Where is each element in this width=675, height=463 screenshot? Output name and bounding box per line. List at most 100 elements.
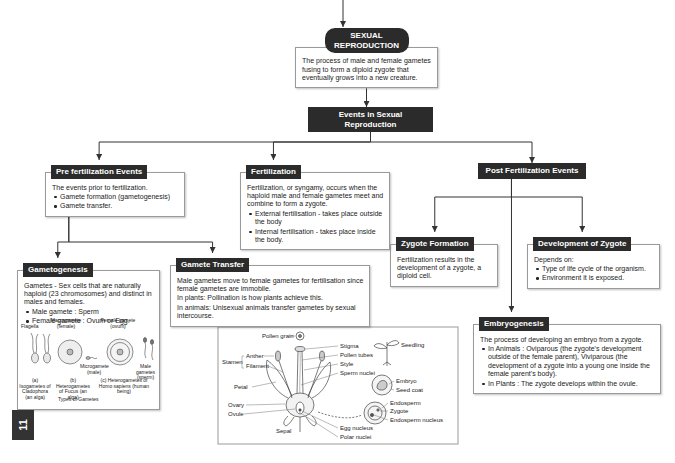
gamete-drawings: [43, 334, 50, 353]
flower-drawing: [286, 393, 314, 417]
info-box: Development of ZygoteDepends on:Type of …: [527, 232, 660, 289]
part-label: Petal: [234, 384, 248, 391]
box-heading: Zygote Formation: [396, 237, 474, 251]
part-label: Polar nuclei: [340, 434, 371, 441]
bullet-text: External fertilisation - takes place out…: [247, 210, 384, 227]
bullet-text: In Plants : The zygote develops within t…: [480, 380, 655, 388]
page-number: 11: [12, 410, 34, 440]
seed-drawings: [364, 402, 386, 424]
leader-lines: [304, 364, 338, 370]
heading-box: Post Fertilization Events: [478, 163, 586, 179]
part-label: Zygote: [390, 408, 408, 415]
leader-lines: [252, 382, 276, 387]
part-label: Macrogamete (female): [50, 318, 82, 329]
leader-lines: [264, 356, 274, 357]
connector-arrow: [511, 179, 582, 232]
info-box: EmbryogenesisThe process of developing a…: [473, 312, 661, 394]
body-text: In animals: Unisexual animals transfer g…: [177, 304, 364, 321]
flower-panel: [218, 327, 458, 444]
flower-drawing: [284, 416, 294, 426]
seed-drawings: [372, 375, 392, 395]
flower-drawing: [320, 351, 325, 361]
part-label: Embryo: [396, 378, 417, 385]
flower-drawing: [267, 360, 292, 398]
body-text: The process of male and female gametes f…: [302, 57, 432, 82]
leader-lines: [382, 403, 388, 408]
box-heading: Development of Zygote: [533, 237, 631, 251]
part-label: Pollen grain: [262, 333, 294, 340]
seed-drawings: [383, 362, 391, 366]
leader-lines: [306, 346, 338, 349]
gamete-drawings: [143, 338, 146, 343]
flower-drawing: [299, 409, 301, 411]
part-label: (c) Heterogametes of Homo sapiens (human…: [96, 378, 152, 395]
bullet-text: Male gamete : Sperm: [24, 308, 154, 316]
info-box: SEXUAL REPRODUCTIONThe process of male a…: [295, 28, 438, 88]
flower-drawing: [297, 351, 298, 394]
info-box: FertilizationFertilization, or syngamy, …: [240, 160, 390, 250]
part-label: Filament: [246, 363, 269, 370]
incoming-arrow: [343, 0, 344, 27]
box-body: The process of developing an embryo from…: [473, 324, 661, 394]
part-label: Types of Gametes: [58, 397, 99, 403]
leader-lines: [244, 409, 295, 414]
part-label: Seedling: [401, 342, 424, 349]
seed-drawings: [370, 413, 373, 416]
part-label: Anther: [246, 353, 264, 360]
flower-panel: [218, 327, 458, 444]
body-text: In plants: Pollination is how plants ach…: [177, 294, 364, 302]
flower-drawing: [296, 402, 304, 414]
box-heading: Events in Sexual Reproduction: [308, 107, 433, 132]
leader-lines: [301, 373, 338, 385]
bullet-text: In Animals : Oviparous (the zygote's dev…: [480, 345, 655, 379]
seed-drawings: [377, 381, 387, 391]
part-label: Endosperm: [390, 400, 421, 407]
leader-lines: [299, 412, 338, 437]
gamete-drawings: [32, 353, 39, 363]
gamete-drawings: [111, 343, 130, 362]
gamete-drawings: [145, 343, 146, 359]
part-label: Endosperm nucleus: [390, 417, 443, 424]
info-box: Gamete TransferMale gametes move to fema…: [170, 253, 370, 327]
body-text: Male gametes move to female gametes for …: [177, 277, 364, 294]
box-body: The process of male and female gametes f…: [295, 47, 438, 88]
gamete-drawings: [31, 333, 154, 365]
bullet-text: Gamete transfer.: [52, 202, 179, 210]
part-label: Female gamete (ovum): [100, 318, 136, 329]
connector-arrow: [435, 179, 512, 232]
part-label: Stigma: [340, 343, 359, 350]
gamete-drawings: [58, 340, 82, 364]
seed-drawings: [318, 412, 362, 418]
box-heading: Embryogenesis: [479, 317, 549, 331]
box-body: Fertilization, or syngamy, occurs when t…: [240, 172, 390, 251]
seed-drawings: [374, 344, 387, 349]
part-label: Pollen tubes: [340, 352, 373, 359]
part-label: Flagella: [21, 324, 39, 330]
flower-drawing: [267, 332, 331, 432]
box-heading: Post Fertilization Events: [478, 163, 586, 179]
box-heading: Fertilization: [246, 165, 301, 179]
part-label: Stamen: [222, 359, 243, 366]
body-text: Gametes - Sex cells that are naturally h…: [24, 282, 154, 307]
flower-drawing: [302, 351, 303, 394]
flower-drawing: [299, 335, 302, 338]
gamete-drawings: [90, 357, 97, 358]
part-label: (a) Isogametes of Cladophora (an alga): [19, 378, 51, 400]
connector-arrow: [69, 217, 213, 253]
connector-arrow: [58, 217, 69, 258]
bullet-text: Environment it is exposed.: [534, 274, 654, 282]
gamete-drawings: [31, 333, 38, 353]
leader-lines: [246, 404, 285, 405]
leader-lines: [242, 336, 394, 437]
box-heading: Gamete Transfer: [176, 258, 249, 272]
gamete-drawings: [44, 353, 51, 363]
flower-drawing: [308, 361, 321, 398]
leader-lines: [374, 415, 388, 420]
body-text: Fertilization results in the development…: [397, 256, 492, 281]
leader-lines: [268, 366, 283, 372]
part-label: Ovary: [228, 402, 244, 409]
bullet-text: Gamete formation (gametogenesis): [52, 193, 179, 201]
gamete-drawings: [117, 349, 123, 355]
